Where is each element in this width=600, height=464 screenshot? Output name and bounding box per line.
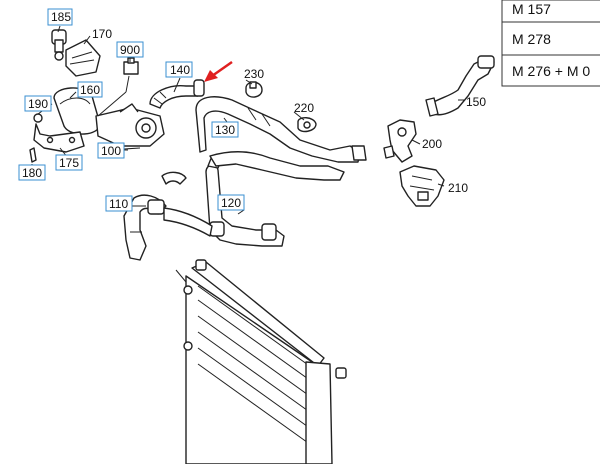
part-140-hose <box>149 79 205 109</box>
label-160-text: 160 <box>80 83 100 97</box>
label-160: 160 <box>77 81 103 98</box>
label-120: 120 <box>217 194 245 211</box>
label-190-text: 190 <box>28 97 48 111</box>
label-170: 170 <box>92 27 112 41</box>
label-190: 190 <box>24 95 52 112</box>
engine-row-3: M 276 + M 0 <box>512 63 590 79</box>
label-210: 210 <box>448 181 468 195</box>
part-150-hose <box>425 55 495 117</box>
part-200-connector <box>383 119 417 163</box>
label-185: 185 <box>47 8 73 26</box>
label-110-text: 110 <box>109 197 128 211</box>
label-140-text: 140 <box>170 63 190 77</box>
engine-row-2: M 278 <box>512 31 551 47</box>
label-150: 150 <box>466 95 486 109</box>
label-185-text: 185 <box>51 10 71 24</box>
part-180-bolt <box>29 147 37 163</box>
highlight-arrow <box>204 60 233 82</box>
label-100-text: 100 <box>101 144 121 158</box>
label-120-text: 120 <box>221 196 241 210</box>
part-210-bracket <box>399 165 445 207</box>
engine-reference-table: M 157 M 278 M 276 + M 0 <box>501 0 600 87</box>
label-900-text: 900 <box>120 43 140 57</box>
part-170-shield <box>65 39 101 77</box>
part-900-clip <box>123 57 139 75</box>
part-185-sensor <box>51 29 67 61</box>
part-130-hose <box>195 96 367 163</box>
label-130: 130 <box>211 121 239 138</box>
part-190-bracket <box>33 113 85 153</box>
label-100: 100 <box>97 142 125 159</box>
lower-hose-connector <box>161 171 213 237</box>
radiator <box>183 259 347 464</box>
part-120-hose <box>205 151 345 247</box>
label-175: 175 <box>55 154 83 171</box>
label-180-text: 180 <box>22 166 42 180</box>
label-900: 900 <box>116 41 144 58</box>
label-180: 180 <box>18 164 46 181</box>
label-200: 200 <box>422 137 442 151</box>
label-140: 140 <box>165 61 193 78</box>
label-175-text: 175 <box>59 156 79 170</box>
label-110: 110 <box>105 195 133 212</box>
part-110-hose <box>123 194 167 261</box>
engine-row-1: M 157 <box>512 1 551 17</box>
label-130-text: 130 <box>215 123 235 137</box>
label-220: 220 <box>294 101 314 115</box>
part-100-pump <box>95 103 165 147</box>
part-220-clip <box>297 117 317 133</box>
label-230: 230 <box>244 67 264 81</box>
part-230-clamp <box>245 81 263 98</box>
